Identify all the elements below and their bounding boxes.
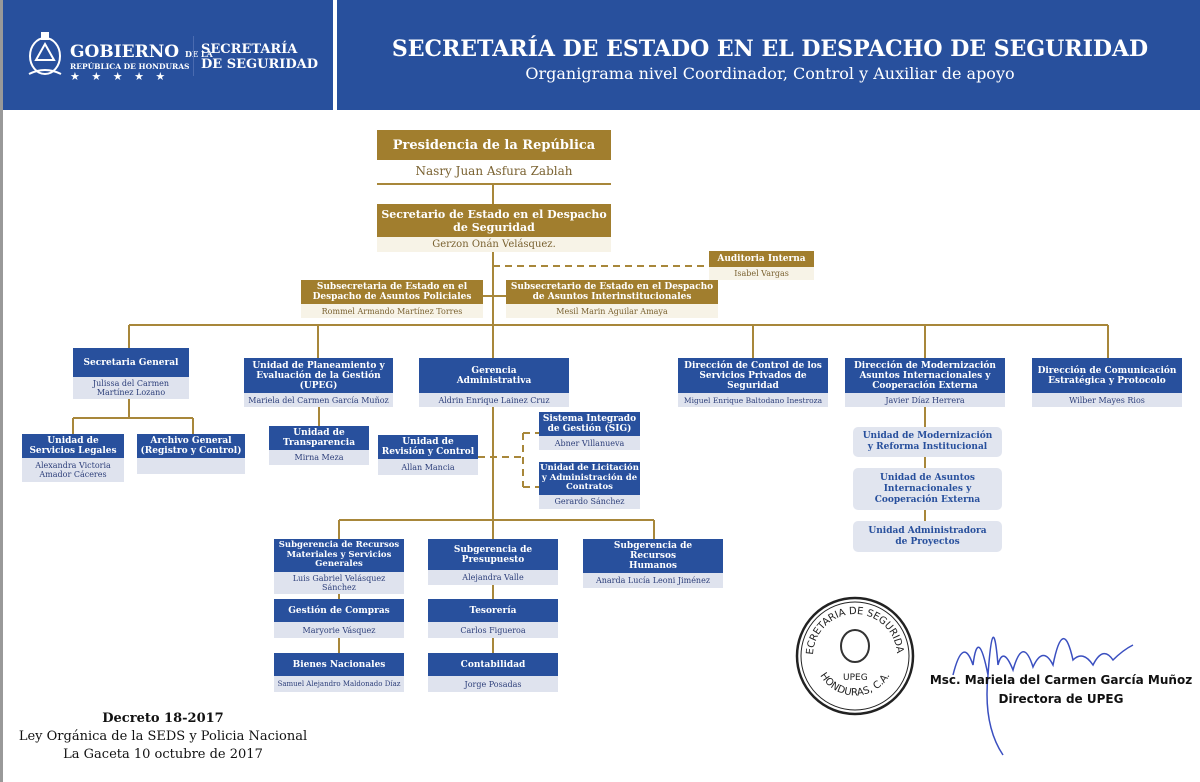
gov-title: GOBIERNO [70, 42, 180, 62]
node-archivo[interactable]: Archivo General (Registro y Control) [137, 434, 245, 474]
coat-of-arms-icon [28, 32, 62, 75]
node-name: Alexandra Victoria Amador Cáceres [22, 458, 124, 482]
node-title: Sistema Integrado de Gestión (SIG) [539, 412, 640, 436]
node-name: Allan Mancia [378, 459, 478, 475]
sec-line1: SECRETARÍA [201, 42, 298, 57]
node-u-modern[interactable]: Unidad de Modernización y Reforma Instit… [853, 427, 1002, 457]
node-title: Subgerencia de Presupuesto [428, 539, 558, 570]
node-title: Dirección de Control de los Servicios Pr… [678, 358, 828, 393]
node-name: Mariela del Carmen García Muñoz [244, 393, 393, 407]
footer-gaceta: La Gaceta 10 octubre de 2017 [63, 747, 263, 762]
signer-role: Directora de UPEG [998, 692, 1124, 706]
stamp-top-text: SECRETARIA DE SEGURIDAD [793, 594, 905, 655]
subtitle: Organigrama nivel Coordinador, Control y… [525, 64, 1015, 83]
node-name: Gerzon Onán Velásquez. [377, 237, 611, 252]
node-sig[interactable]: Sistema Integrado de Gestión (SIG)Abner … [539, 412, 640, 450]
node-name: Isabel Vargas [709, 267, 814, 280]
node-title: Dirección de Modernización Asuntos Inter… [845, 358, 1005, 393]
node-title: Dirección de Comunicación Estratégica y … [1032, 358, 1182, 393]
node-name: Julissa del Carmen Martínez Lozano [73, 377, 189, 399]
sec-line2: DE SEGURIDAD [201, 57, 318, 72]
node-sub-inter[interactable]: Subsecretario de Estado en el Despacho d… [506, 280, 718, 318]
signer-name: Msc. Mariela del Carmen García Muñoz [929, 673, 1193, 687]
gov-subtitle: REPÚBLICA DE HONDURAS [70, 62, 190, 71]
node-upeg[interactable]: Unidad de Planeamiento y Evaluación de l… [244, 358, 393, 407]
node-name: Javier Díaz Herrera [845, 393, 1005, 407]
footer-ley: Ley Orgánica de la SEDS y Policia Nacion… [18, 729, 308, 744]
node-title: Presidencia de la República [377, 130, 611, 160]
node-dir-modern[interactable]: Dirección de Modernización Asuntos Inter… [845, 358, 1005, 407]
header-right: SECRETARÍA DE ESTADO EN EL DESPACHO DE S… [337, 0, 1200, 110]
node-name: Jorge Posadas [428, 676, 558, 692]
node-name: Miguel Enrique Baltodano Inestroza [678, 393, 828, 407]
node-title: Gerencia Administrativa [419, 358, 569, 393]
node-dir-comunic[interactable]: Dirección de Comunicación Estratégica y … [1032, 358, 1182, 407]
node-name: Luis Gabriel Velásquez Sánchez [274, 571, 404, 594]
footer-legal: Decreto 18-2017 Ley Orgánica de la SEDS … [18, 710, 308, 764]
node-title: Subgerencia de Recursos Humanos [583, 539, 723, 573]
gov-de-la: DE LA [185, 49, 213, 59]
node-title: Unidad de Planeamiento y Evaluación de l… [244, 358, 393, 393]
node-title: Secretario de Estado en el Despacho de S… [377, 204, 611, 237]
signer-block: Msc. Mariela del Carmen García Muñoz Dir… [921, 671, 1200, 709]
node-title: Subsecretario de Estado en el Despacho d… [506, 280, 718, 304]
node-title: Unidad de Licitación y Administración de… [539, 462, 640, 495]
official-stamp-icon: SECRETARIA DE SEGURIDAD HONDURAS, C.A. U… [793, 594, 915, 716]
node-u-proyectos[interactable]: Unidad Administradora de Proyectos [853, 521, 1002, 552]
node-title: Subgerencia de Recursos Materiales y Ser… [274, 539, 404, 572]
node-title: Unidad de Revisión y Control [378, 435, 478, 459]
node-licitacion[interactable]: Unidad de Licitación y Administración de… [539, 462, 640, 509]
node-name: Carlos Figueroa [428, 622, 558, 638]
svg-text:SECRETARIA DE SEGURIDAD: SECRETARIA DE SEGURIDAD [793, 594, 905, 655]
node-name: Mesil Marin Aguilar Amaya [506, 304, 718, 318]
node-name: Anarda Lucía Leoni Jiménez [583, 573, 723, 588]
node-u-asuntos[interactable]: Unidad de Asuntos Internacionales y Coop… [853, 468, 1002, 510]
node-dir-control[interactable]: Dirección de Control de los Servicios Pr… [678, 358, 828, 407]
node-name: Wilber Mayes Rios [1032, 393, 1182, 407]
node-title: Tesorería [428, 599, 558, 622]
node-secretario[interactable]: Secretario de Estado en el Despacho de S… [377, 204, 611, 252]
handwritten-signature [952, 636, 1134, 756]
node-name: Rommel Armando Martínez Torres [301, 304, 483, 318]
node-title: Contabilidad [428, 653, 558, 676]
node-name: Maryorie Vásquez [274, 622, 404, 638]
stamp-center-text: UPEG [843, 673, 868, 683]
node-sub-policiales[interactable]: Subsecretaria de Estado en el Despacho d… [301, 280, 483, 318]
node-title: Bienes Nacionales [274, 653, 404, 676]
node-title: Archivo General (Registro y Control) [137, 434, 245, 458]
node-title: Unidad de Transparencia [269, 426, 369, 450]
node-name [137, 458, 245, 474]
node-sub-rm[interactable]: Subgerencia de Recursos Materiales y Ser… [274, 539, 404, 594]
footer-decreto: Decreto 18-2017 [102, 711, 224, 726]
node-title: Gestión de Compras [274, 599, 404, 622]
node-name: Samuel Alejandro Maldonado Díaz [274, 676, 404, 692]
main-title: SECRETARÍA DE ESTADO EN EL DESPACHO DE S… [391, 36, 1149, 62]
node-name: Alejandra Valle [428, 570, 558, 585]
header-left: GOBIERNO DE LA REPÚBLICA DE HONDURAS ★ ★… [3, 0, 333, 110]
stars: ★ ★ ★ ★ ★ [70, 70, 170, 83]
node-title: Subsecretaria de Estado en el Despacho d… [301, 280, 483, 304]
node-name: Aldrin Enrique Lainez Cruz [419, 393, 569, 407]
node-title: Unidad de Servicios Legales [22, 434, 124, 458]
node-name: Mirna Meza [269, 450, 369, 465]
node-title: Auditoria Interna [709, 251, 814, 267]
node-name: Gerardo Sánchez [539, 494, 640, 509]
node-title: Secretaria General [73, 348, 189, 377]
node-name: Abner Villanueva [539, 436, 640, 450]
node-name: Nasry Juan Asfura Zablah [377, 160, 611, 182]
